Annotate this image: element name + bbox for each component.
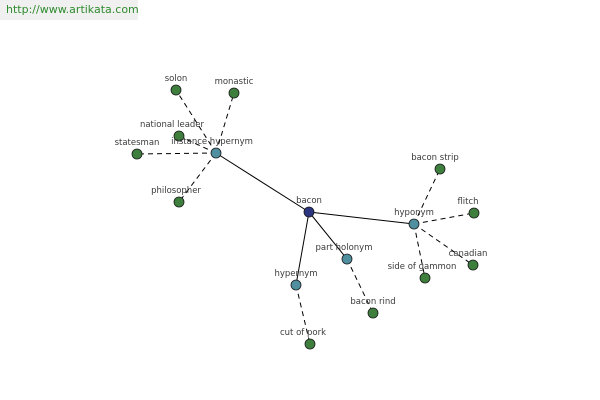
- node-bacon-rind[interactable]: [367, 307, 379, 319]
- node-label-part-holonym: part holonym: [316, 243, 373, 253]
- edge-bacon-to-hypernym: [295, 211, 310, 286]
- node-hyponym[interactable]: [408, 218, 420, 230]
- node-label-national-leader: national leader: [140, 120, 205, 130]
- nodes-layer: [131, 84, 480, 350]
- node-bacon-strip[interactable]: [434, 163, 446, 175]
- edge-instance-hypernym-to-philosopher: [178, 152, 217, 203]
- node-label-hypernym: hypernym: [274, 269, 317, 279]
- node-label-statesman: statesman: [115, 138, 160, 148]
- edge-instance-hypernym-to-statesman: [136, 152, 217, 155]
- node-label-solon: solon: [165, 74, 188, 84]
- edge-part-holonym-to-bacon-rind: [346, 258, 374, 314]
- node-canadian[interactable]: [467, 259, 479, 271]
- edge-hyponym-to-flitch: [413, 212, 475, 225]
- node-label-side-of-gammon: side of gammon: [388, 262, 457, 272]
- node-label-bacon-strip: bacon strip: [411, 153, 459, 163]
- node-flitch[interactable]: [468, 207, 480, 219]
- node-philosopher[interactable]: [173, 196, 185, 208]
- node-label-bacon: bacon: [296, 196, 322, 206]
- node-label-philosopher: philosopher: [151, 186, 201, 196]
- edges-layer: [136, 89, 475, 345]
- edge-instance-hypernym-to-monastic: [215, 92, 235, 154]
- node-label-cut-of-pork: cut of pork: [280, 328, 326, 338]
- node-label-canadian: canadian: [449, 249, 488, 259]
- node-label-bacon-rind: bacon rind: [350, 297, 395, 307]
- node-hypernym[interactable]: [290, 279, 302, 291]
- edge-hyponym-to-canadian: [413, 223, 474, 266]
- edge-bacon-to-part-holonym: [308, 211, 348, 260]
- node-solon[interactable]: [170, 84, 182, 96]
- node-monastic[interactable]: [228, 87, 240, 99]
- edge-hyponym-to-bacon-strip: [413, 168, 441, 225]
- edge-bacon-to-instance-hypernym: [215, 152, 310, 213]
- labels-layer: bacon instance hypernym hyponym part holony…: [115, 74, 488, 338]
- node-instance-hypernym[interactable]: [210, 147, 222, 159]
- node-bacon[interactable]: [303, 206, 315, 218]
- node-statesman[interactable]: [131, 148, 143, 160]
- edge-instance-hypernym-to-solon: [175, 89, 217, 154]
- node-label-flitch: flitch: [457, 197, 478, 207]
- edge-instance-hypernym-to-national-leader: [178, 135, 217, 154]
- node-national-leader[interactable]: [173, 130, 185, 142]
- node-label-monastic: monastic: [215, 77, 254, 87]
- edge-bacon-to-hyponym: [308, 211, 415, 225]
- node-cut-of-pork[interactable]: [304, 338, 316, 350]
- node-part-holonym[interactable]: [341, 253, 353, 265]
- node-side-of-gammon[interactable]: [419, 272, 431, 284]
- edge-hyponym-to-side-of-gammon: [413, 223, 426, 279]
- node-label-hyponym: hyponym: [394, 208, 434, 218]
- edge-hypernym-to-cut-of-pork: [295, 284, 311, 345]
- site-url-link[interactable]: http://www.artikata.com: [0, 0, 138, 20]
- node-label-instance-hypernym: instance hypernym: [171, 137, 253, 147]
